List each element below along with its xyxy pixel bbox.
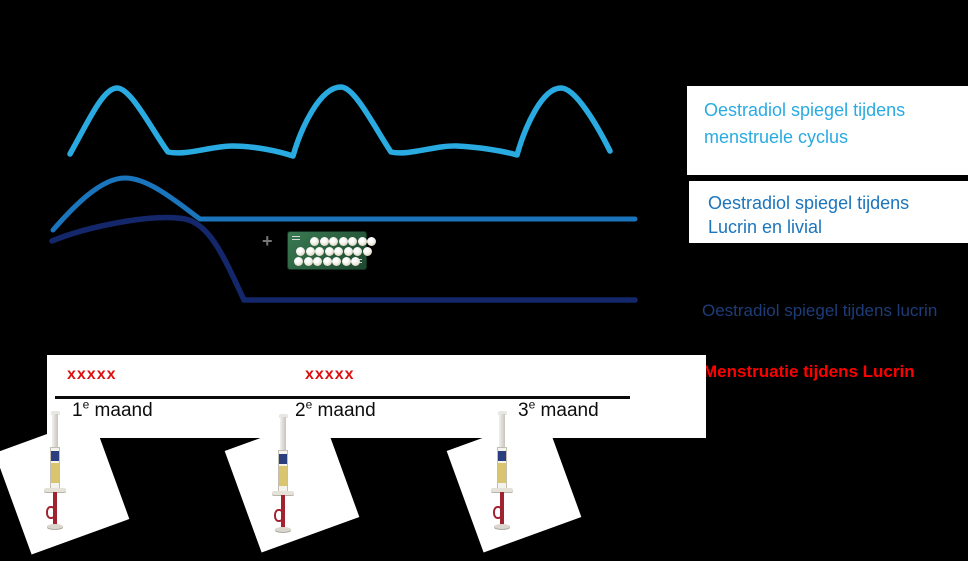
lucrin-syringe-2 (271, 414, 295, 534)
lucrin-syringe-3 (490, 411, 514, 531)
pill (324, 247, 334, 256)
legend-card-menstrual-cycle: Oestradiol spiegel tijdens menstruele cy… (687, 86, 968, 175)
legend-cycle-line1: Oestradiol spiegel tijdens (704, 100, 906, 120)
pill (313, 257, 322, 266)
pill (294, 257, 303, 266)
legend-cycle-line2: menstruele cyclus (704, 127, 849, 147)
pill-pack-print-mark (354, 259, 362, 265)
syringe-blue-label (279, 454, 287, 464)
syringe-base (494, 524, 510, 529)
month-3-number: 3 (518, 400, 529, 421)
pill (338, 237, 348, 246)
syringe-yellow-label (498, 463, 506, 483)
month-1-word: maand (94, 400, 153, 421)
bleed-mark-2: xxxxx (305, 366, 355, 383)
pill-row (296, 247, 372, 257)
timeline-panel: xxxxx xxxxx 1e maand 2e maand 3e maand (47, 355, 706, 438)
month-label-2: 2e maand (295, 397, 376, 422)
pill (296, 247, 305, 256)
pill (305, 247, 315, 256)
pill (322, 257, 332, 266)
pill (319, 237, 329, 246)
pill (329, 237, 338, 246)
plus-icon: + (262, 231, 273, 251)
pill-row (310, 237, 376, 247)
month-2-ordinal: e (305, 397, 313, 412)
syringe-flange (491, 488, 513, 492)
month-1-number: 1 (72, 400, 83, 421)
syringe-yellow-label (51, 463, 59, 483)
pill (341, 257, 351, 266)
legend-card-lucrin-livial: Oestradiol spiegel tijdens Lucrin en liv… (689, 181, 968, 243)
pill (334, 247, 343, 256)
syringe-side-clip (274, 509, 284, 522)
month-label-1: 1e maand (72, 397, 153, 422)
pill (348, 237, 357, 246)
curve-lucrin (49, 214, 638, 303)
pill (310, 237, 319, 246)
syringe-side-clip (493, 506, 503, 519)
month-2-number: 2 (295, 400, 306, 421)
timeline-axis-line (55, 396, 630, 399)
pill (357, 237, 367, 246)
curve-menstrual-cycle (67, 84, 613, 159)
pill (303, 257, 313, 266)
syringe-side-clip (46, 506, 56, 519)
syringe-base (47, 524, 63, 529)
syringe-yellow-label (279, 466, 287, 486)
month-3-ordinal: e (528, 397, 536, 412)
syringe-flange (272, 491, 294, 495)
bleed-mark-1: xxxxx (67, 366, 117, 383)
legend-livial-line1: Oestradiol spiegel tijdens (708, 193, 910, 213)
legend-livial-line2: Lucrin en livial (708, 217, 823, 237)
pill-pack-print-mark (292, 236, 300, 242)
month-2-word: maand (317, 400, 376, 421)
syringe-blue-label (51, 451, 59, 461)
curve-lucrin-livial (50, 175, 638, 233)
lucrin-syringe-1 (43, 411, 67, 531)
legend-label-lucrin: Oestradiol spiegel tijdens lucrin (702, 301, 938, 320)
syringe-plunger-rod (52, 414, 58, 448)
syringe-plunger-rod (499, 414, 505, 448)
pill (353, 247, 362, 256)
month-3-word: maand (540, 400, 599, 421)
syringe-base (275, 527, 291, 532)
syringe-blue-label (498, 451, 506, 461)
livial-pill-pack (287, 231, 376, 270)
syringe-cap (497, 411, 507, 415)
month-label-3: 3e maand (518, 397, 599, 422)
pill (315, 247, 324, 256)
legend-label-menstruation: Menstruatie tijdens Lucrin (703, 362, 915, 381)
pill (367, 237, 376, 246)
syringe-plunger-rod (280, 417, 286, 451)
pill (343, 247, 353, 256)
pill (332, 257, 341, 266)
month-1-ordinal: e (82, 397, 90, 412)
pill (362, 247, 372, 256)
syringe-cap (50, 411, 60, 415)
syringe-cap (278, 414, 288, 418)
syringe-flange (44, 488, 66, 492)
